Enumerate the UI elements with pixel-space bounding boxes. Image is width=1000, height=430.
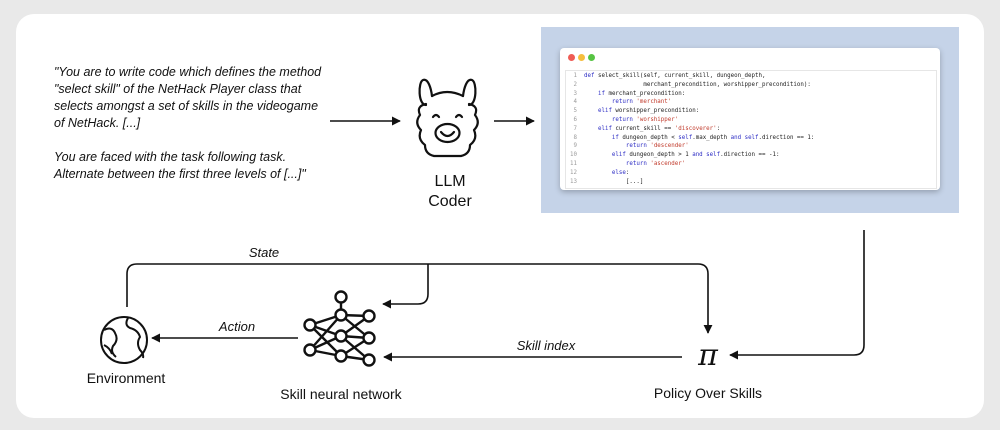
- code-panel: 1 def select_skill(self, current_skill, d…: [541, 27, 959, 213]
- code-token: [584, 99, 612, 105]
- line-number: 2: [573, 81, 578, 88]
- code-token: return: [625, 143, 651, 150]
- line-number: 10: [570, 152, 577, 159]
- code-token: .direction == 1:: [758, 134, 815, 141]
- state-loop: [126, 263, 713, 334]
- line-number: 4: [573, 99, 578, 106]
- code-token: self: [744, 134, 759, 141]
- code-line: 13 [...]: [566, 178, 936, 187]
- code-body: 1 def select_skill(self, current_skill, d…: [565, 70, 937, 189]
- code-token: [584, 91, 598, 97]
- environment-label: Environment: [87, 370, 166, 386]
- code-window: 1 def select_skill(self, current_skill, d…: [560, 48, 940, 190]
- code-token: merchant_precondition:: [608, 90, 686, 97]
- llama-icon: [416, 78, 479, 158]
- code-line: 7 elif current_skill == 'discoverer':: [566, 125, 936, 134]
- llm-coder-label: LLM Coder: [402, 172, 498, 212]
- state-label: State: [249, 245, 279, 260]
- code-to-policy-arrow: [729, 230, 865, 360]
- policy-label: Policy Over Skills: [654, 385, 762, 401]
- code-token: 'ascender': [650, 160, 686, 167]
- code-line: 10 elif dungeon_depth > 1 and self.direc…: [566, 151, 936, 160]
- code-token: :: [625, 169, 630, 176]
- code-token: self: [678, 134, 693, 141]
- llm-coder-line2: Coder: [428, 193, 472, 210]
- prompt-paragraph-2: You are faced with the task following ta…: [54, 150, 306, 181]
- code-token: [584, 152, 612, 158]
- code-line: 1 def select_skill(self, current_skill, d…: [566, 72, 936, 81]
- code-token: dungeon_depth <: [622, 134, 679, 141]
- policy-symbol: π: [697, 338, 719, 373]
- line-number: 8: [573, 134, 578, 141]
- code-token: 'discoverer': [674, 125, 717, 132]
- code-token: [...]: [584, 178, 644, 185]
- code-line: 4 return 'merchant': [566, 98, 936, 107]
- code-line: 9 return 'descender': [566, 142, 936, 151]
- window-zoom-dot: [588, 54, 595, 61]
- prompt-text: "You are to write code which defines the…: [54, 64, 322, 183]
- code-token: [584, 108, 598, 114]
- code-token: 'merchant': [636, 99, 672, 106]
- code-token: 'descender': [650, 143, 689, 150]
- code-token: worshipper_precondition:: [615, 108, 700, 115]
- action-label: Action: [218, 319, 255, 334]
- code-token: .max_depth: [692, 134, 731, 141]
- code-line: 2 merchant_precondition, worshipper_prec…: [566, 81, 936, 90]
- code-token: and: [730, 134, 745, 141]
- code-token: else: [611, 169, 626, 176]
- code-token: [584, 143, 626, 149]
- line-number: 1: [573, 73, 578, 79]
- code-token: 'worshipper': [636, 116, 679, 123]
- prompt-paragraph-1: "You are to write code which defines the…: [54, 65, 322, 130]
- code-line: 6 return 'worshipper': [566, 116, 936, 125]
- code-line: 3 if merchant_precondition:: [566, 90, 936, 99]
- code-token: :: [716, 125, 721, 132]
- window-minimize-dot: [578, 54, 585, 61]
- neural-network-icon: [303, 290, 376, 367]
- line-number: 3: [573, 90, 578, 97]
- globe-icon: [100, 316, 148, 364]
- skill-index-label: Skill index: [517, 338, 576, 353]
- code-token: elif: [597, 125, 616, 132]
- line-number: 12: [570, 169, 577, 176]
- window-close-dot: [568, 54, 575, 61]
- line-number: 5: [573, 108, 578, 115]
- code-line: 5 elif worshipper_precondition:: [566, 107, 936, 116]
- code-token: [584, 170, 612, 176]
- code-token: if: [597, 90, 609, 97]
- code-token: return: [611, 99, 637, 106]
- code-token: .direction == -1:: [720, 152, 780, 159]
- code-line: 12 else:: [566, 169, 936, 178]
- code-line: 8 if dungeon_depth < self.max_depth and …: [566, 134, 936, 143]
- code-token: dungeon_depth > 1: [629, 152, 693, 159]
- code-token: return: [611, 116, 637, 123]
- line-number: 9: [573, 143, 578, 150]
- code-token: [584, 135, 612, 141]
- line-number: 7: [573, 125, 578, 132]
- code-token: [584, 126, 598, 132]
- code-token: current_skill ==: [615, 125, 675, 132]
- llm-coder-line1: LLM: [434, 173, 466, 190]
- line-number: 6: [573, 116, 578, 123]
- code-token: [584, 161, 626, 167]
- code-token: [584, 117, 612, 123]
- code-token: self: [706, 152, 721, 159]
- code-token: elif: [611, 152, 630, 159]
- code-token: return: [625, 160, 651, 167]
- line-number: 13: [570, 178, 577, 185]
- code-token: merchant_precondition, worshipper_precon…: [584, 81, 811, 88]
- code-token: def: [584, 73, 598, 79]
- code-line: 11 return 'ascender': [566, 160, 936, 169]
- skill-network-label: Skill neural network: [280, 386, 402, 402]
- code-token: elif: [597, 108, 616, 115]
- line-number: 11: [570, 160, 577, 167]
- code-token: and: [692, 152, 707, 159]
- code-token: if: [611, 134, 623, 141]
- code-token: select_skill(self, current_skill, dungeo…: [597, 73, 766, 79]
- state-to-skill-arrow: [382, 264, 429, 309]
